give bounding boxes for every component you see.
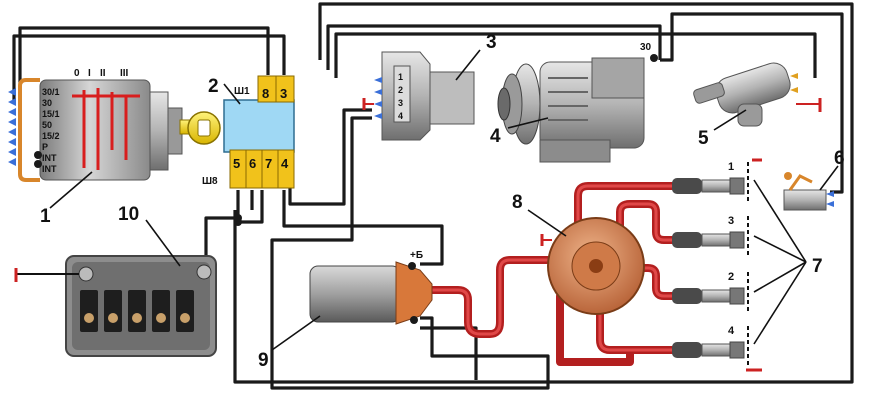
voltage-regulator xyxy=(362,51,475,141)
low-voltage-wiring xyxy=(12,2,854,390)
terminal-int-1: INT xyxy=(42,153,57,163)
switch-position-2: II xyxy=(100,68,106,79)
switch-terminal-labels: 30/1 30 15/1 50 15/2 P INT INT xyxy=(42,87,60,174)
ignition-switch xyxy=(8,78,183,182)
generator xyxy=(497,54,658,163)
generator-terminal-30: 30 xyxy=(640,42,652,53)
relay-pin-8: 8 xyxy=(262,86,269,101)
terminal-15-2: 15/2 xyxy=(42,131,60,141)
callout-4: 4 xyxy=(490,126,501,147)
regulator-pin-4: 4 xyxy=(398,111,403,121)
callout-8: 8 xyxy=(512,192,523,213)
terminal-15-1: 15/1 xyxy=(42,109,60,119)
component-6 xyxy=(783,172,834,211)
callout-9: 9 xyxy=(258,350,269,371)
switch-position-0: 0 xyxy=(74,68,80,79)
regulator-pin-2: 2 xyxy=(398,85,403,95)
callout-2: 2 xyxy=(208,76,219,97)
regulator-pin-3: 3 xyxy=(398,98,403,108)
connector-sh8-label: Ш8 xyxy=(202,176,218,187)
relay-pin-6: 6 xyxy=(249,156,256,171)
relay-pin-7: 7 xyxy=(265,156,272,171)
terminal-int-2: INT xyxy=(42,164,57,174)
component-5 xyxy=(693,62,822,127)
terminal-30-1: 30/1 xyxy=(42,87,60,97)
fuse-block xyxy=(14,255,217,357)
callout-3: 3 xyxy=(486,32,497,53)
connector-sh1-label: Ш1 xyxy=(234,86,250,97)
coil-terminal-plus-b: +Б xyxy=(410,250,423,261)
relay-pin-3: 3 xyxy=(280,86,287,101)
callout-leaders xyxy=(49,49,839,351)
spark-plug-number-3: 3 xyxy=(728,215,734,227)
spark-plug-2 xyxy=(672,272,749,312)
spark-plug-number-2: 2 xyxy=(728,271,734,283)
terminal-50: 50 xyxy=(42,120,52,130)
callout-1: 1 xyxy=(40,206,51,227)
ignition-key xyxy=(179,111,221,145)
relay-pin-4: 4 xyxy=(281,156,289,171)
switch-position-3: III xyxy=(120,68,129,79)
terminal-30: 30 xyxy=(42,98,52,108)
spark-plugs xyxy=(672,158,762,372)
terminal-p: P xyxy=(42,142,48,152)
relay-pin-5: 5 xyxy=(233,156,240,171)
ignition-relay xyxy=(223,75,295,189)
callout-5: 5 xyxy=(698,128,709,149)
spark-plug-number-1: 1 xyxy=(728,161,734,173)
regulator-pin-1: 1 xyxy=(398,72,403,82)
spark-plug-number-4: 4 xyxy=(728,325,735,337)
callout-6: 6 xyxy=(834,148,845,169)
distributor xyxy=(540,217,645,315)
spark-plug-3 xyxy=(672,216,749,256)
callout-7: 7 xyxy=(812,256,823,277)
spark-plug-4 xyxy=(672,326,762,372)
switch-position-1: I xyxy=(88,68,91,79)
spark-plug-1 xyxy=(672,158,762,202)
callout-10: 10 xyxy=(118,204,139,225)
ignition-coil xyxy=(309,261,433,325)
